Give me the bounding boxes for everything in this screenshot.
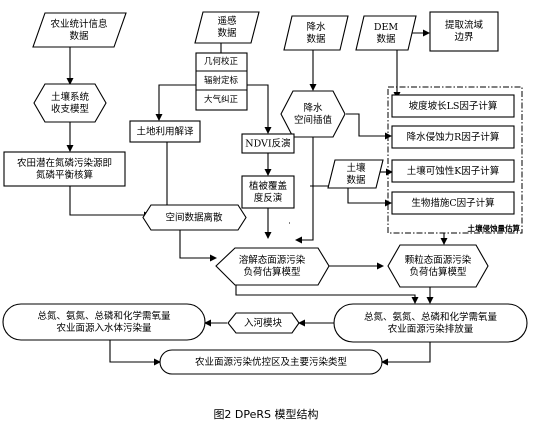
dem-node	[355, 15, 417, 51]
edge-dissolved-to-emission	[235, 285, 419, 304]
edge-interp-to-dissolved	[295, 137, 314, 244]
edge-river-input-to-priority	[109, 340, 161, 366]
emission-load-node	[333, 303, 528, 343]
ls-factor-node	[391, 94, 515, 118]
dissolved-model-node	[215, 247, 330, 286]
r-factor-node	[391, 125, 515, 149]
particulate-model-node	[387, 244, 489, 288]
remote-sensing-node	[194, 11, 260, 44]
geometric-correction-label: 几何校正	[204, 56, 239, 67]
dissolved-model-label: 溶解态面源污染负荷估算模型	[239, 253, 306, 277]
c-factor-node	[391, 191, 515, 215]
edge-interp-to-r	[346, 113, 392, 140]
priority-areas-node	[159, 349, 383, 375]
soil-data-label: 土壤数据	[346, 161, 366, 185]
edge-balance-to-discrete	[69, 186, 151, 219]
land-use-node	[129, 120, 201, 143]
agri-stats-node	[32, 12, 127, 48]
extract-boundary-label: 提取流域边界	[445, 18, 484, 42]
precip-interp-node	[280, 90, 346, 138]
radiometric-calibration-label: 辐射定标	[204, 75, 239, 86]
r-factor-label: 降水侵蚀力R因子计算	[407, 131, 500, 143]
river-entry-module-label: 入河模块	[244, 317, 283, 329]
c-factor-label: 生物措施C因子计算	[411, 197, 494, 209]
spatial-discrete-node	[142, 204, 247, 231]
soil-data-node	[327, 159, 384, 189]
river-input-load-label: 总氮、氨氮、总磷和化学需氧量农业面源入水体污染量	[37, 309, 171, 333]
river-input-load-node	[2, 303, 206, 341]
soil-budget-model-node	[33, 83, 107, 123]
soil-erosion-frame-label: 土壤侵蚀量估算	[468, 223, 521, 233]
soil-budget-model-label: 土壤系统收支模型	[51, 90, 90, 114]
edge-preprocess-to-landuse	[155, 84, 196, 121]
precip-interp-label: 降水空间插值	[294, 101, 333, 125]
veg-cover-inversion-node	[241, 175, 295, 209]
priority-areas-label: 农业面源污染优控区及主要污染类型	[195, 356, 348, 368]
remote-sensing-label: 遥感数据	[217, 14, 237, 38]
emission-load-label: 总氮、氨氮、总磷和化学需氧量农业面源污染排放量	[364, 310, 498, 334]
ndvi-inversion-node	[241, 133, 295, 154]
preprocess-group	[195, 52, 248, 111]
figure-caption: 图2 DPeRS 模型结构	[213, 407, 318, 421]
extract-boundary-node	[429, 11, 499, 52]
precipitation-label: 降水数据	[306, 20, 326, 44]
agri-stats-label: 农业统计信息数据	[50, 17, 107, 41]
spatial-discrete-label: 空间数据离散	[165, 211, 223, 223]
river-entry-module-node	[227, 312, 300, 334]
particulate-model-label: 颗粒态面源污染负荷估算模型	[405, 253, 472, 277]
precipitation-node	[283, 15, 349, 51]
ls-factor-label: 坡度坡长LS因子计算	[409, 100, 498, 112]
k-factor-node	[391, 159, 515, 183]
k-factor-label: 土壤可蚀性K因子计算	[407, 165, 500, 177]
atmospheric-correction-label: 大气纠正	[204, 94, 239, 105]
edge-discrete-to-dissolved	[179, 230, 217, 262]
soil-erosion-frame	[387, 86, 523, 234]
nutrient-balance-label: 农田潜在氮磷污染源即氮磷平衡核算	[17, 156, 112, 180]
edges	[66, 29, 448, 366]
ndvi-inversion-label: NDVI反演	[245, 137, 290, 149]
nutrient-balance-node	[3, 151, 126, 187]
edge-emission-to-priority	[381, 342, 431, 366]
veg-cover-inversion-label: 植被覆盖度反演	[249, 179, 288, 203]
edge-preprocess-to-ndvi	[246, 84, 272, 134]
land-use-label: 土地利用解译	[136, 125, 194, 137]
